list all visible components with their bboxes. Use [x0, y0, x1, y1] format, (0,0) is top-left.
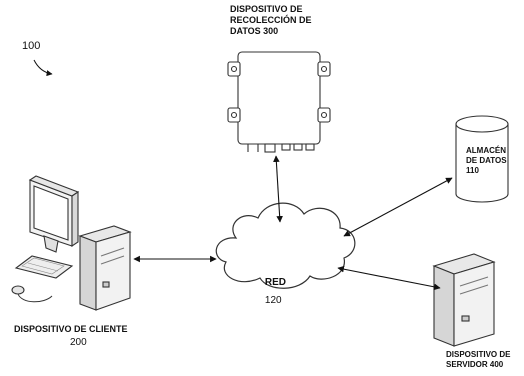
- link-network-datastore: [343, 177, 453, 237]
- client-number: 200: [70, 337, 87, 348]
- collector-label-line: RECOLECCIÓN DE: [230, 15, 312, 25]
- network-number: 120: [264, 295, 282, 306]
- collector-label: DISPOSITIVO DE RECOLECCIÓN DE DATOS 300: [230, 4, 312, 37]
- client-computer-icon: [11, 175, 132, 311]
- server-label: DISPOSITIVO DE SERVIDOR 400: [446, 350, 510, 370]
- server-label-line: DISPOSITIVO DE: [446, 350, 511, 359]
- link-network-server: [337, 265, 441, 291]
- datastore-label-line: 110: [466, 166, 479, 175]
- figure-ref-arrow: [33, 59, 53, 77]
- client-label: DISPOSITIVO DE CLIENTE: [14, 324, 128, 334]
- data-store-icon: [455, 115, 509, 203]
- network-cloud-icon: [215, 202, 356, 289]
- server-icon: [432, 253, 496, 347]
- server-label-line: SERVIDOR 400: [446, 360, 504, 369]
- datastore-label: ALMACÉN DE DATOS 110: [466, 146, 507, 176]
- figure-number: 100: [22, 40, 41, 52]
- collector-label-line: DATOS 300: [230, 26, 279, 36]
- collector-label-line: DISPOSITIVO DE: [230, 4, 303, 14]
- network-name: RED: [264, 277, 287, 288]
- link-collector-network: [273, 155, 283, 223]
- datastore-label-line: ALMACÉN: [466, 146, 506, 155]
- data-collection-device-icon: [227, 51, 331, 153]
- datastore-label-line: DE DATOS: [466, 156, 507, 165]
- network-label: RED 120: [256, 254, 286, 308]
